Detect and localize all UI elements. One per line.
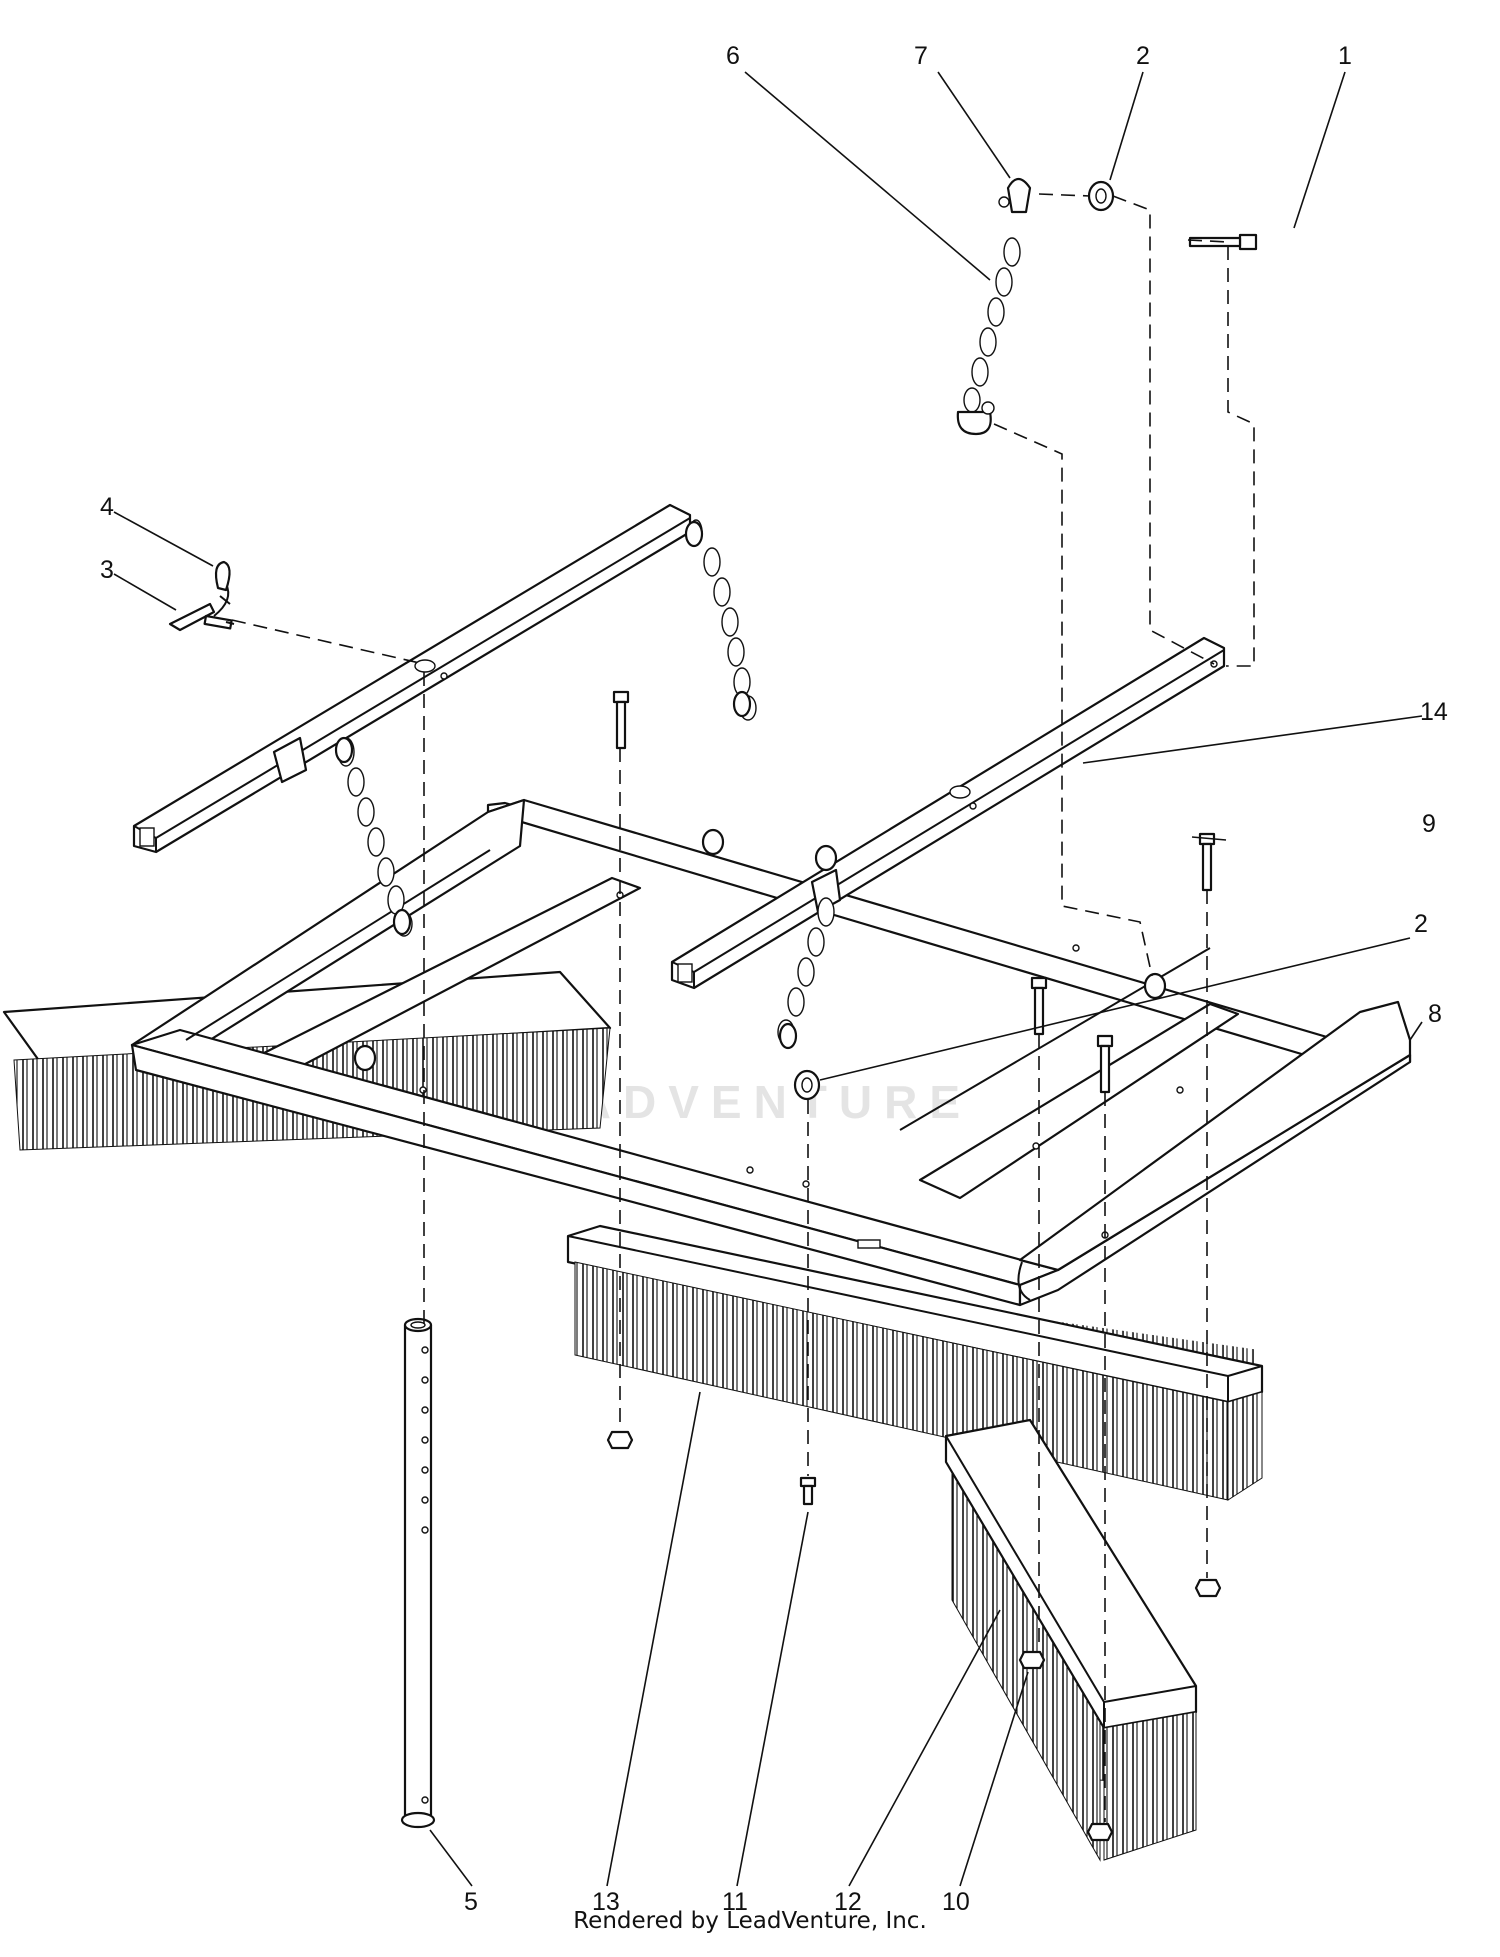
bolt-9-a (612, 690, 630, 750)
callout-4: 4 (100, 493, 114, 521)
shackles-and-eyebolts (334, 177, 1167, 1101)
nut-10-c (1018, 1650, 1046, 1670)
chain-left-bar-rear (689, 519, 757, 721)
chain-6 (963, 237, 1021, 413)
frame-8 (130, 798, 1412, 1307)
left-tow-bar (132, 503, 692, 854)
leader-lines (113, 71, 1423, 1887)
callout-10: 10 (942, 1888, 970, 1916)
callout-8: 8 (1428, 1000, 1442, 1028)
callout-1: 1 (1338, 42, 1352, 70)
bolt-9-b (1198, 832, 1216, 892)
nut-10-b (1194, 1578, 1222, 1598)
callout-14: 14 (1420, 698, 1448, 726)
tube-5 (400, 1317, 436, 1829)
callout-13: 13 (592, 1888, 620, 1916)
callout-12: 12 (834, 1888, 862, 1916)
pin-3-and-clip-4 (168, 560, 235, 632)
bolt-9-d (1096, 1034, 1114, 1094)
callout-6: 6 (726, 42, 740, 70)
front-brush-13 (566, 1224, 1264, 1501)
assembly-lines (231, 193, 1255, 1822)
bolt-11 (799, 1476, 817, 1506)
callout-11: 11 (722, 1888, 748, 1916)
callout-5: 5 (464, 1888, 478, 1916)
bolt-1 (1188, 233, 1258, 251)
footer-credit: Rendered by LeadVenture, Inc. (573, 1908, 927, 1934)
callout-9: 9 (1422, 810, 1436, 838)
callout-7: 7 (914, 42, 928, 70)
callout-3: 3 (100, 556, 114, 584)
nut-10-a (606, 1430, 634, 1450)
callout-2: 2 (1414, 910, 1428, 938)
callout-2: 2 (1136, 42, 1150, 70)
callouts: 1 2 2 3 4 5 6 7 8 9 10 11 12 13 14 (100, 42, 1448, 1916)
nut-10-d (1086, 1822, 1114, 1842)
bolts-and-nuts (606, 233, 1258, 1842)
right-tow-bar-14 (670, 636, 1226, 990)
